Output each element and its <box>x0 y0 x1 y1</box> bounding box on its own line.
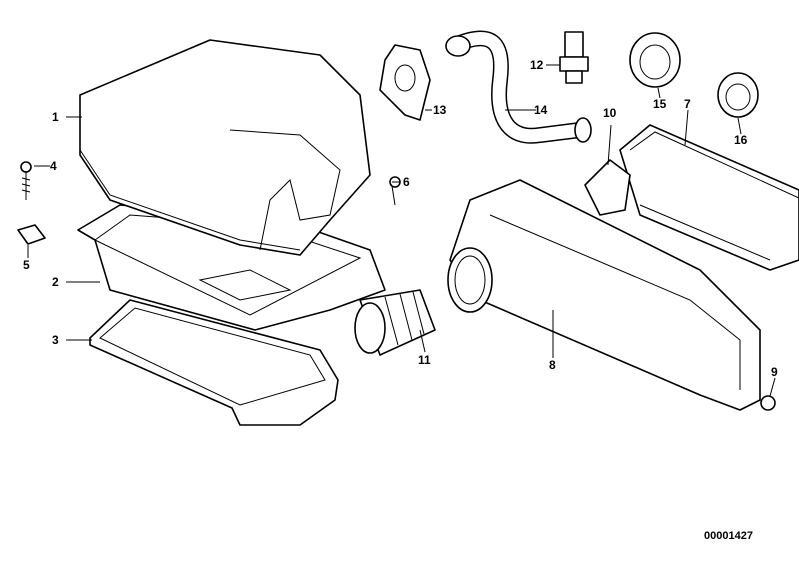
part-3-bottom-pan <box>89 299 339 426</box>
part-12-sensor <box>559 31 589 84</box>
label-part-6: 6 <box>403 175 410 189</box>
part-9-nut <box>760 395 776 411</box>
part-14-breather-hose <box>445 30 592 144</box>
label-part-7: 7 <box>684 97 691 111</box>
leader-lines <box>27 64 776 397</box>
label-part-2: 2 <box>52 275 59 289</box>
part-16-seal-ring <box>717 72 759 118</box>
label-part-16: 16 <box>734 133 748 147</box>
label-part-9: 9 <box>771 365 778 379</box>
label-part-11: 11 <box>418 353 431 367</box>
part-5-clip-nut <box>17 224 46 245</box>
drawing-code: 00001427 <box>704 530 753 542</box>
label-part-1: 1 <box>52 110 59 124</box>
part-1-air-filter-lid <box>79 39 371 256</box>
label-part-4: 4 <box>50 159 57 173</box>
label-part-15: 15 <box>653 97 667 111</box>
part-6-screw <box>389 176 401 206</box>
part-10-grommet <box>584 159 631 216</box>
part-15-seal-ring <box>629 32 681 88</box>
label-part-3: 3 <box>52 333 59 347</box>
label-part-14: 14 <box>534 103 548 117</box>
label-part-13: 13 <box>433 103 447 117</box>
part-4-screw <box>20 161 32 200</box>
label-part-8: 8 <box>549 358 556 372</box>
part-7-cover-gasket <box>619 124 799 271</box>
label-part-12: 12 <box>530 58 544 72</box>
part-8-housing <box>447 179 761 411</box>
part-13-bracket <box>379 44 431 121</box>
label-part-5: 5 <box>23 258 30 272</box>
part-11-rubber-sleeve <box>354 289 436 356</box>
label-part-10: 10 <box>603 106 617 120</box>
